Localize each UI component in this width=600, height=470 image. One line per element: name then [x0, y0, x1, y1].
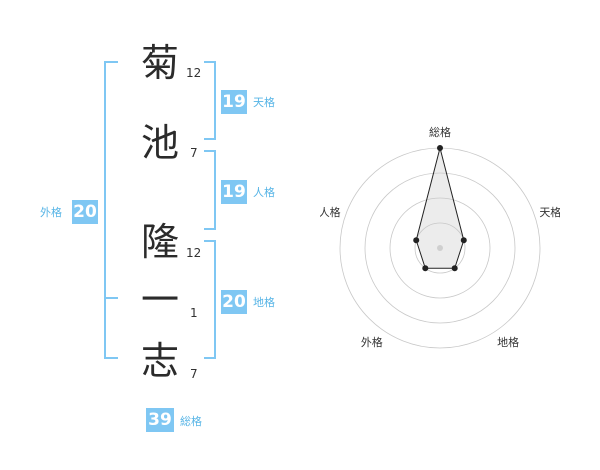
- radar-point-3: [451, 265, 458, 272]
- jinkaku-label: 人格: [253, 186, 275, 199]
- radar-point-4: [422, 265, 429, 272]
- gaikaku-bracket-mid: [104, 297, 118, 299]
- gaikaku-bracket-bottom: [104, 357, 118, 359]
- soukaku-value: 39: [146, 408, 174, 432]
- radar-polygon: [415, 147, 465, 269]
- chikaku-value: 20: [221, 290, 247, 314]
- radar-point-2: [460, 237, 467, 244]
- gaikaku-value: 20: [72, 200, 98, 224]
- radar-axis-label-1: 総格: [429, 125, 451, 139]
- chikaku-label: 地格: [253, 296, 275, 309]
- gaikaku-bracket-vertical: [104, 61, 106, 359]
- stroke-count-4: 1: [190, 306, 198, 320]
- chikaku-bracket-bottom: [204, 357, 216, 359]
- chikaku-bracket-top: [204, 240, 216, 242]
- soukaku-label: 総格: [180, 415, 202, 428]
- stroke-count-1: 12: [186, 66, 202, 80]
- radar-ring-3: [364, 172, 516, 324]
- radar-axis-label-4: 外格: [361, 335, 383, 349]
- tenkaku-label: 天格: [253, 96, 275, 109]
- gaikaku-bracket-top: [104, 61, 118, 63]
- jinkaku-bracket-vertical: [214, 150, 216, 230]
- stroke-count-2: 7: [190, 146, 198, 160]
- radar-axis-label-2: 天格: [539, 205, 560, 219]
- radar-ring-2: [389, 197, 491, 299]
- tenkaku-bracket-top: [204, 61, 216, 63]
- name-char-1: 菊: [140, 41, 179, 85]
- radar-center-dot: [437, 245, 443, 251]
- jinkaku-bracket-bottom: [204, 228, 216, 230]
- stroke-count-3: 12: [186, 246, 202, 260]
- name-char-2: 池: [140, 121, 179, 165]
- radar-axis-label-3: 地格: [497, 335, 519, 349]
- radar-point-1: [437, 145, 443, 151]
- tenkaku-bracket-vertical: [214, 61, 216, 140]
- tenkaku-bracket-bottom: [204, 138, 216, 140]
- name-char-4: 一: [140, 278, 179, 322]
- chikaku-bracket-vertical: [214, 240, 216, 359]
- gaikaku-label: 外格: [40, 206, 62, 219]
- name-char-5: 志: [140, 339, 179, 383]
- tenkaku-value: 19: [221, 90, 247, 114]
- jinkaku-value: 19: [221, 180, 247, 204]
- radar-ring-1: [414, 222, 466, 274]
- radar-point-5: [413, 237, 420, 244]
- radar-axis-label-5: 人格: [320, 205, 341, 219]
- name-char-3: 隆: [140, 220, 179, 264]
- stroke-count-5: 7: [190, 367, 198, 381]
- jinkaku-bracket-top: [204, 150, 216, 152]
